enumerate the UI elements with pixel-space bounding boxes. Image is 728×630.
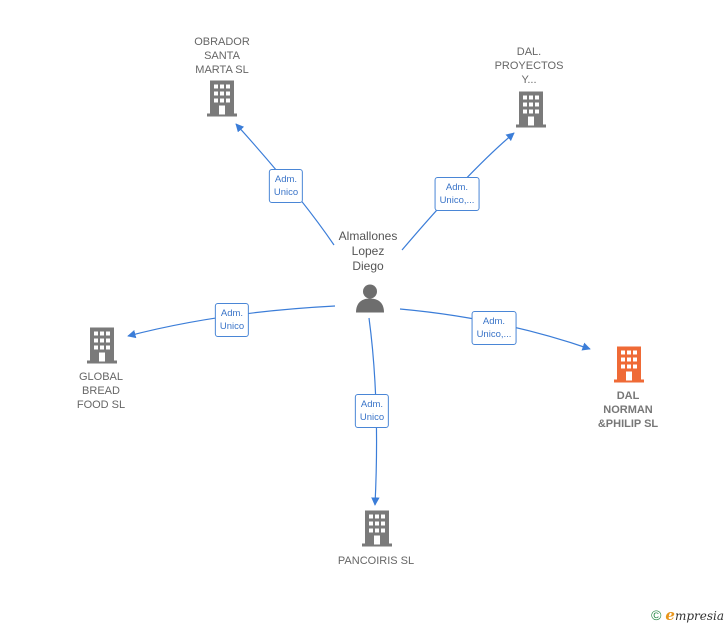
company-node-obrador[interactable] <box>207 80 237 122</box>
company-name-dal-norman[interactable]: DAL NORMAN &PHILIP SL <box>597 390 659 430</box>
person-node[interactable] <box>355 283 385 318</box>
edge-label-pancoiris[interactable]: Adm. Unico <box>354 394 390 428</box>
brand-logo: empresia <box>665 606 724 624</box>
edge-label-obrador[interactable]: Adm. Unico <box>268 169 304 203</box>
edge-label-global-bread[interactable]: Adm. Unico <box>214 303 250 337</box>
building-icon <box>516 91 546 128</box>
company-node-pancoiris[interactable] <box>362 510 392 552</box>
company-name-pancoiris[interactable]: PANCOIRIS SL <box>337 555 415 567</box>
company-node-global-bread[interactable] <box>87 327 117 369</box>
building-icon <box>362 510 392 547</box>
building-icon <box>207 80 237 117</box>
edge-label-dal-proyectos[interactable]: Adm. Unico,... <box>434 177 480 211</box>
edge-label-dal-norman[interactable]: Adm. Unico,... <box>471 311 517 345</box>
footer-brand[interactable]: © empresia <box>651 606 724 624</box>
building-icon <box>87 327 117 364</box>
building-icon <box>614 346 644 383</box>
company-node-dal-proyectos[interactable] <box>516 91 546 133</box>
company-name-obrador[interactable]: OBRADOR SANTA MARTA SL <box>194 36 250 76</box>
person-icon <box>356 284 384 313</box>
company-name-global-bread[interactable]: GLOBAL BREAD FOOD SL <box>76 371 126 411</box>
person-name[interactable]: Almallones Lopez Diego <box>338 229 398 273</box>
company-name-dal-proyectos[interactable]: DAL. PROYECTOS Y... <box>494 46 564 86</box>
copyright-icon: © <box>651 607 662 623</box>
company-node-dal-norman[interactable] <box>614 346 644 388</box>
